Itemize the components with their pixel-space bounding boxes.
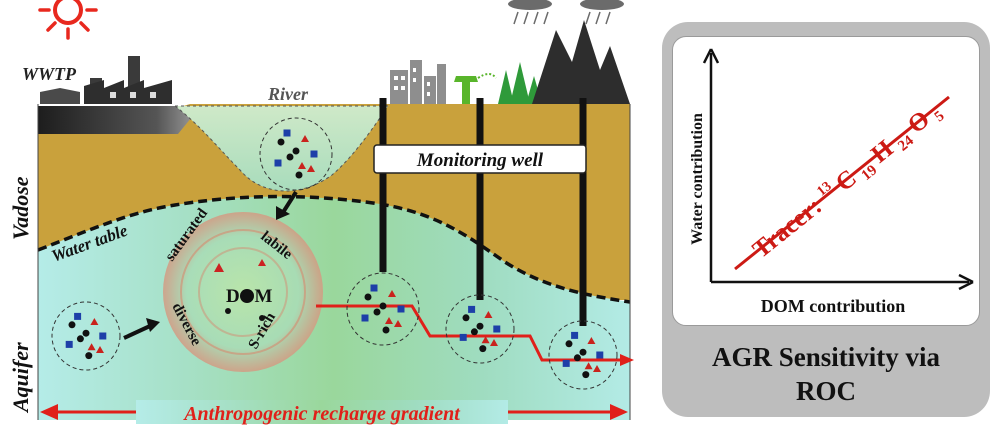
tracer-prefix: Tracer: xyxy=(748,189,832,264)
dom-particle-triangle xyxy=(87,343,96,351)
factory-icon xyxy=(40,56,172,104)
dom-particle-dot xyxy=(470,328,478,336)
dom-particle-cluster-left xyxy=(51,301,121,371)
dom-particle-triangle xyxy=(584,362,593,370)
flow-arrowhead xyxy=(620,354,634,366)
dom-particle-cluster-well1 xyxy=(346,272,420,346)
sensitivity-title: AGR Sensitivity via ROC xyxy=(662,340,990,408)
wwtp-label: WWTP xyxy=(22,64,77,84)
dom-particle-dot xyxy=(582,371,590,379)
dom-particle-triangle xyxy=(490,339,498,346)
recharge-gradient-label: Anthropogenic recharge gradient xyxy=(182,403,461,425)
roc-plot-svg: Water contribution DOM contribution Trac… xyxy=(689,48,974,316)
dom-particle-dot xyxy=(579,348,587,356)
dom-particle-dot xyxy=(85,352,93,360)
roc-panel: Water contribution DOM contribution Trac… xyxy=(662,22,990,417)
dom-particle-square xyxy=(397,305,405,313)
dom-particle-square xyxy=(283,129,291,137)
dom-particle-dot xyxy=(277,138,285,146)
dom-particle-dot xyxy=(462,314,470,322)
dom-particle-square xyxy=(361,314,369,322)
dom-particle-dot xyxy=(573,354,581,362)
dom-particle-triangle xyxy=(394,320,402,327)
dom-particle-dot xyxy=(295,171,303,179)
dom-particle-square xyxy=(370,284,378,292)
dom-particle-triangle xyxy=(481,336,490,344)
dom-particle-square xyxy=(571,331,579,339)
dom-particle-dot xyxy=(82,329,90,337)
dom-center-label: DOM xyxy=(226,286,273,307)
sensitivity-title-line1: AGR Sensitivity via xyxy=(711,342,940,372)
dom-particle-dot xyxy=(292,147,300,155)
dom-particle-triangle xyxy=(385,317,393,324)
dom-particle-triangle xyxy=(484,311,493,318)
dom-particle-dot xyxy=(476,322,484,330)
city-icon xyxy=(390,60,446,104)
roc-y-axis-label: Water contribution xyxy=(689,113,706,245)
dom-particle-triangle xyxy=(307,165,315,172)
sensitivity-title-line2: ROC xyxy=(796,376,856,406)
transport-arrows xyxy=(123,190,298,340)
dom-particle-dot xyxy=(382,326,390,334)
dom-particle-dot xyxy=(565,340,573,348)
dom-particle-triangle xyxy=(593,365,601,372)
dom-particle-triangle xyxy=(298,162,306,169)
water-table-line xyxy=(37,194,631,304)
roc-diagonal-line xyxy=(734,95,950,271)
dom-particle-square xyxy=(562,359,570,367)
river-basin xyxy=(173,105,389,192)
recharge-gradient-arrow xyxy=(40,400,628,424)
dom-particle-dot xyxy=(479,345,487,353)
roc-plot: Water contribution DOM contribution Trac… xyxy=(672,36,980,326)
river-label: River xyxy=(267,84,309,104)
vadose-label: Vadose xyxy=(8,176,33,240)
dom-particles xyxy=(65,129,604,379)
rain-cloud-icon xyxy=(508,0,624,25)
recharge-flow-line xyxy=(316,304,620,362)
dom-particle-cluster-river xyxy=(259,117,333,191)
tracer-label: Tracer: 13 C 19 H 24 O 5 xyxy=(741,89,949,268)
dom-particle-square xyxy=(99,332,107,340)
dom-particle-dot xyxy=(76,335,84,343)
dom-core xyxy=(240,289,254,303)
dom-particle-square xyxy=(74,312,82,320)
dom-particle-cluster-well3 xyxy=(548,320,618,390)
dom-core-markers xyxy=(214,259,266,321)
dom-particle-triangle xyxy=(388,290,396,297)
dom-particle-square xyxy=(274,159,282,167)
dom-particle-dot xyxy=(379,302,387,310)
dom-particle-dot xyxy=(286,153,294,161)
mountain-icon xyxy=(532,20,630,104)
dom-particle-triangle xyxy=(96,346,104,353)
dom-particle-square xyxy=(468,305,476,313)
surface-crust xyxy=(38,106,196,134)
monitoring-well-label: Monitoring well xyxy=(416,150,544,171)
dom-particle-triangle xyxy=(587,337,596,344)
dom-particle-triangle xyxy=(301,135,309,142)
sun-icon xyxy=(38,0,98,40)
dom-particle-square xyxy=(65,340,73,348)
dom-particle-square xyxy=(459,333,467,341)
dom-particle-cluster-well2 xyxy=(445,294,515,364)
dom-particle-dot xyxy=(68,321,76,329)
dom-particle-dot xyxy=(364,293,372,301)
dom-particle-square xyxy=(596,351,604,359)
dom-particle-triangle xyxy=(90,318,99,325)
tracer-sub-o: 5 xyxy=(932,108,948,125)
monitoring-wells xyxy=(379,98,587,326)
dom-particle-square xyxy=(493,325,501,333)
aquifer-label: Aquifer xyxy=(8,342,33,414)
monitoring-well-label-box xyxy=(373,144,587,174)
sprinkler-icon xyxy=(454,73,497,104)
dom-particle-square xyxy=(310,150,318,158)
dom-particle-dot xyxy=(373,308,381,316)
roc-x-axis-label: DOM contribution xyxy=(761,296,906,316)
